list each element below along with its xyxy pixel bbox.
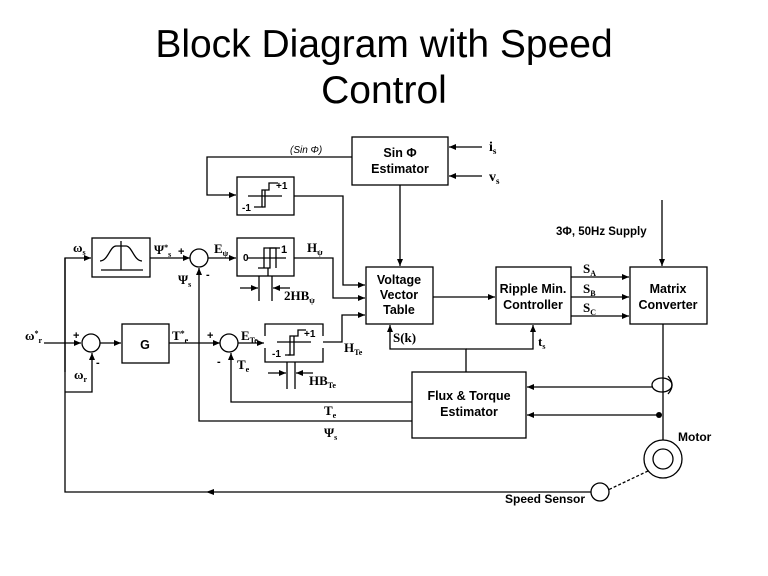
ts-feedback-line: [466, 325, 536, 350]
sin-phi-estimator-line2: Estimator: [371, 162, 429, 176]
sensor-coupling-line: [607, 470, 649, 491]
torque-sum-plus: +: [207, 330, 213, 342]
supply-label: 3Φ, 50Hz Supply: [556, 226, 647, 238]
diagram-title: Block Diagram with Speed Control: [0, 22, 768, 114]
sign-pos-label: +1: [276, 181, 288, 192]
current-sensor-icon: [651, 375, 673, 395]
te-bottom-label: Te: [324, 403, 337, 420]
psi-s-ref-label: Ψ*s: [154, 242, 171, 259]
sk-feedback-line: [387, 325, 467, 372]
sc-label: SC: [583, 300, 596, 317]
psi-feedback-line: [196, 268, 412, 422]
flux-reference-block: [91, 237, 151, 278]
ripple-min-controller-block: Ripple Min. Controller: [495, 266, 572, 325]
te-feedback-line: [228, 353, 412, 403]
sin-phi-estimator-block: Sin Φ Estimator: [351, 136, 449, 186]
gain-label: G: [140, 338, 150, 352]
matrix-converter-block: Matrix Converter: [629, 266, 708, 325]
torque-hyst-neg-label: -1: [272, 349, 281, 360]
title-line-1: Block Diagram with Speed: [155, 23, 613, 66]
matrix-line2: Converter: [638, 298, 697, 312]
motor-label: Motor: [678, 430, 712, 444]
flux-hyst-low-label: 0: [243, 253, 249, 264]
flux-sum-minus: -: [206, 269, 210, 281]
torque-hyst-pos-label: +1: [304, 329, 316, 340]
title-line-2: Control: [321, 69, 447, 112]
te-fb-label: Te: [237, 357, 250, 374]
flux-hysteresis-block: 0 1: [236, 237, 295, 277]
vs-label: vs: [489, 170, 500, 186]
sign-neg-label: -1: [242, 203, 251, 214]
ts-label: ts: [538, 334, 545, 351]
voltage-vector-table-block: Voltage Vector Table: [365, 266, 434, 325]
speed-sum-plus: +: [73, 330, 79, 342]
speed-sum-minus: -: [96, 357, 100, 369]
omega-s-line: [64, 255, 91, 372]
fte-line1: Flux & Torque: [427, 389, 510, 403]
sa-label: SA: [583, 261, 596, 278]
motor-icon: [643, 439, 683, 479]
torque-hysteresis-block: +1 -1: [264, 323, 324, 363]
speed-summing-junction: [81, 333, 101, 353]
sb-label: SB: [583, 281, 596, 298]
speed-feedback-arrowhead: [206, 489, 214, 495]
h-te-line: [323, 312, 365, 343]
ripple-line2: Controller: [503, 298, 563, 312]
omega-r-fb-label: ωr: [74, 367, 88, 384]
hb-te-label: HBTe: [309, 373, 336, 390]
e-te-label: ETe: [241, 328, 258, 345]
speed-sensor-icon: [590, 482, 610, 502]
h-te-label: HTe: [344, 340, 363, 357]
omega-r-fb-line: [65, 353, 95, 393]
hb-psi-label: 2HBψ: [284, 288, 315, 305]
psi-bottom-label: Ψs: [324, 425, 337, 442]
omega-r-ref-label: ω*r: [25, 328, 43, 345]
sin-phi-feedback-label: (Sin Φ): [290, 145, 322, 156]
te-ref-label: T*e: [172, 328, 189, 345]
vvt-line1: Voltage: [377, 273, 421, 287]
fte-line2: Estimator: [440, 405, 498, 419]
flux-hyst-high-label: 1: [281, 244, 287, 256]
ripple-line1: Ripple Min.: [500, 282, 567, 296]
sign-output-line: [294, 195, 365, 288]
sin-phi-feedback-line: [206, 156, 352, 198]
matrix-line1: Matrix: [650, 282, 687, 296]
sign-comparator-block: +1 -1: [236, 176, 295, 216]
sk-label: S(k): [393, 330, 416, 345]
vvt-line2: Vector: [380, 288, 418, 302]
h-psi-label: Hψ: [307, 240, 323, 257]
speed-feedback-line: [64, 258, 591, 493]
h-psi-line: [294, 257, 365, 301]
speed-sensor-label: Speed Sensor: [505, 492, 585, 506]
torque-sum-minus: -: [217, 356, 221, 368]
e-psi-label: Eψ: [214, 241, 229, 258]
psi-s-fb-label: Ψs: [178, 272, 191, 289]
flux-summing-junction: [189, 248, 209, 268]
flux-torque-estimator-block: Flux & Torque Estimator: [411, 371, 527, 439]
vvt-line3: Table: [383, 303, 415, 317]
flux-sum-plus: +: [178, 246, 184, 258]
sin-phi-estimator-line1: Sin Φ: [383, 146, 416, 160]
torque-summing-junction: [219, 333, 239, 353]
is-label: is: [489, 140, 497, 156]
omega-s-label: ωs: [73, 240, 86, 257]
gain-block: G: [121, 323, 170, 364]
